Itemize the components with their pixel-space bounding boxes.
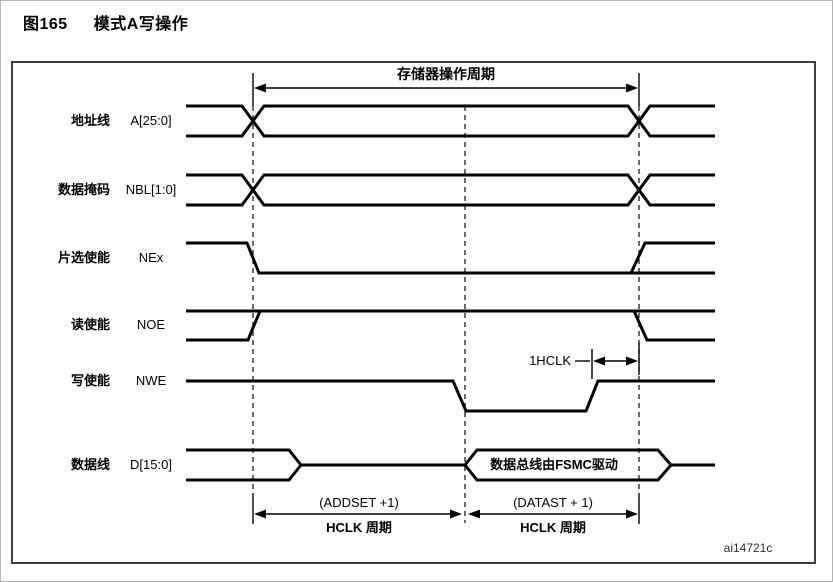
signal-group-noe: 读使能 — [70, 317, 110, 332]
signal-name-nbl: NBL[1:0] — [125, 182, 177, 197]
memory-cycle-span-label: 存储器操作周期 — [397, 66, 495, 82]
waveform-address-bus — [186, 104, 715, 138]
signal-name-noe: NOE — [136, 317, 166, 332]
figure-caption: 模式A写操作 — [93, 16, 189, 33]
data-bus-driven-note: 数据总线由FSMC驱动 — [490, 457, 618, 472]
signal-group-address: 地址线 — [70, 113, 110, 128]
hclk-delay-label: 1HCLK — [529, 353, 571, 368]
datast-label: (DATAST + 1) — [513, 495, 593, 510]
signal-group-nbl: 数据掩码 — [57, 182, 110, 197]
top-arrowhead-right — [626, 83, 638, 93]
signal-name-nex: NEx — [138, 250, 164, 265]
signal-group-nex: 片选使能 — [57, 250, 110, 265]
signal-group-nwe: 写使能 — [70, 373, 110, 388]
waveform-nwe — [186, 379, 715, 413]
signal-group-data: 数据线 — [70, 457, 110, 472]
waveform-data-bus — [186, 448, 715, 482]
waveform-nex — [186, 241, 715, 275]
addset-arrowhead-left — [254, 509, 266, 519]
diagram-frame: 存储器操作周期 地址线 A[25:0] 数据掩码 NBL[1:0] 片选使能 N… — [11, 61, 816, 564]
addset-arrowhead-right — [450, 509, 462, 519]
hclk-arrowhead-left — [593, 356, 605, 366]
datast-arrowhead-right — [626, 509, 638, 519]
addset-hclk-label: HCLK 周期 — [326, 520, 392, 535]
datast-hclk-label: HCLK 周期 — [520, 520, 586, 535]
timing-waveforms-svg — [186, 73, 715, 524]
reference-code: ai14721c — [723, 541, 773, 555]
waveform-noe — [186, 309, 715, 342]
figure-title: 图165 模式A写操作 — [23, 10, 188, 34]
signal-name-data: D[15:0] — [130, 457, 172, 472]
waveform-nbl-bus — [186, 173, 715, 207]
hclk-arrowhead-right — [626, 356, 638, 366]
datast-arrowhead-left — [468, 509, 480, 519]
signal-name-nwe: NWE — [135, 373, 167, 388]
signal-name-address: A[25:0] — [130, 113, 172, 128]
figure-number: 图165 — [23, 16, 68, 33]
top-arrowhead-left — [254, 83, 266, 93]
addset-label: (ADDSET +1) — [319, 495, 399, 510]
